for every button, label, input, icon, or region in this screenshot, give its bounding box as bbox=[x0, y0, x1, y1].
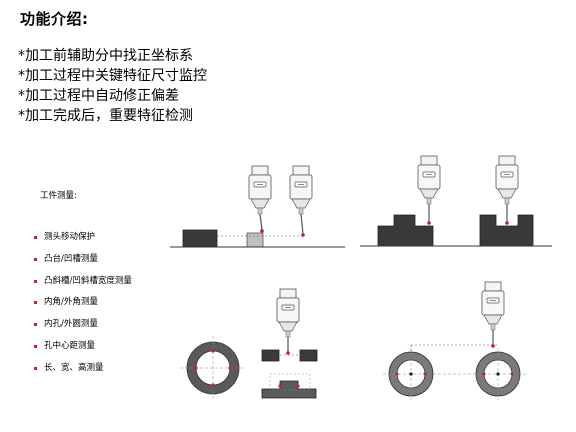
workpiece-measurement-label: 工件测量: bbox=[40, 191, 77, 201]
measurement-item: 孔中心距测量 bbox=[34, 341, 132, 363]
diagram-hole-center-distance bbox=[383, 281, 526, 400]
measurement-label: 内孔/外圆测量 bbox=[44, 319, 98, 330]
bullet-icon bbox=[34, 301, 37, 305]
page-title: 功能介绍: bbox=[20, 10, 89, 28]
measurement-item: 凸台/凹槽测量 bbox=[34, 254, 132, 276]
measurement-label: 长、宽、高测量 bbox=[44, 362, 104, 373]
diagram-bore-ring bbox=[180, 336, 246, 400]
measurement-list: 测头移动保护 凸台/凹槽测量 凸斜槽/凹斜槽宽度测量 内角/外角测量 内孔/外圆… bbox=[34, 232, 132, 385]
feature-item: *加工完成后，重要特征检测 bbox=[18, 108, 193, 124]
bullet-icon bbox=[34, 344, 37, 348]
diagram-probe-protection bbox=[170, 165, 345, 248]
measurement-label: 内角/外角测量 bbox=[44, 297, 98, 308]
measurement-item: 长、宽、高测量 bbox=[34, 363, 132, 385]
measurement-item: 内孔/外圆测量 bbox=[34, 319, 132, 341]
feature-list: *加工前辅助分中找正坐标系 *加工过程中关键特征尺寸监控 *加工过程中自动修正偏… bbox=[18, 46, 207, 126]
measurement-item: 测头移动保护 bbox=[34, 232, 132, 254]
feature-item: *加工前辅助分中找正坐标系 bbox=[18, 48, 193, 64]
measurement-label: 孔中心距测量 bbox=[44, 340, 96, 351]
measurement-label: 测头移动保护 bbox=[44, 232, 96, 242]
measurement-item: 内角/外角测量 bbox=[34, 297, 132, 319]
bullet-icon bbox=[34, 236, 37, 239]
bullet-icon bbox=[34, 323, 37, 327]
measurement-label: 凸台/凹槽测量 bbox=[44, 253, 98, 264]
measurement-item: 凸斜槽/凹斜槽宽度测量 bbox=[34, 276, 132, 298]
feature-item: *加工过程中关键特征尺寸监控 bbox=[18, 68, 207, 84]
diagram-step-groove bbox=[360, 155, 552, 247]
measurement-label: 凸斜槽/凹斜槽宽度测量 bbox=[44, 275, 132, 286]
diagram-slot-boss bbox=[261, 288, 318, 399]
bullet-icon bbox=[34, 279, 37, 283]
feature-item: *加工过程中自动修正偏差 bbox=[18, 88, 179, 104]
bullet-icon bbox=[34, 257, 37, 261]
bullet-icon bbox=[34, 366, 37, 370]
